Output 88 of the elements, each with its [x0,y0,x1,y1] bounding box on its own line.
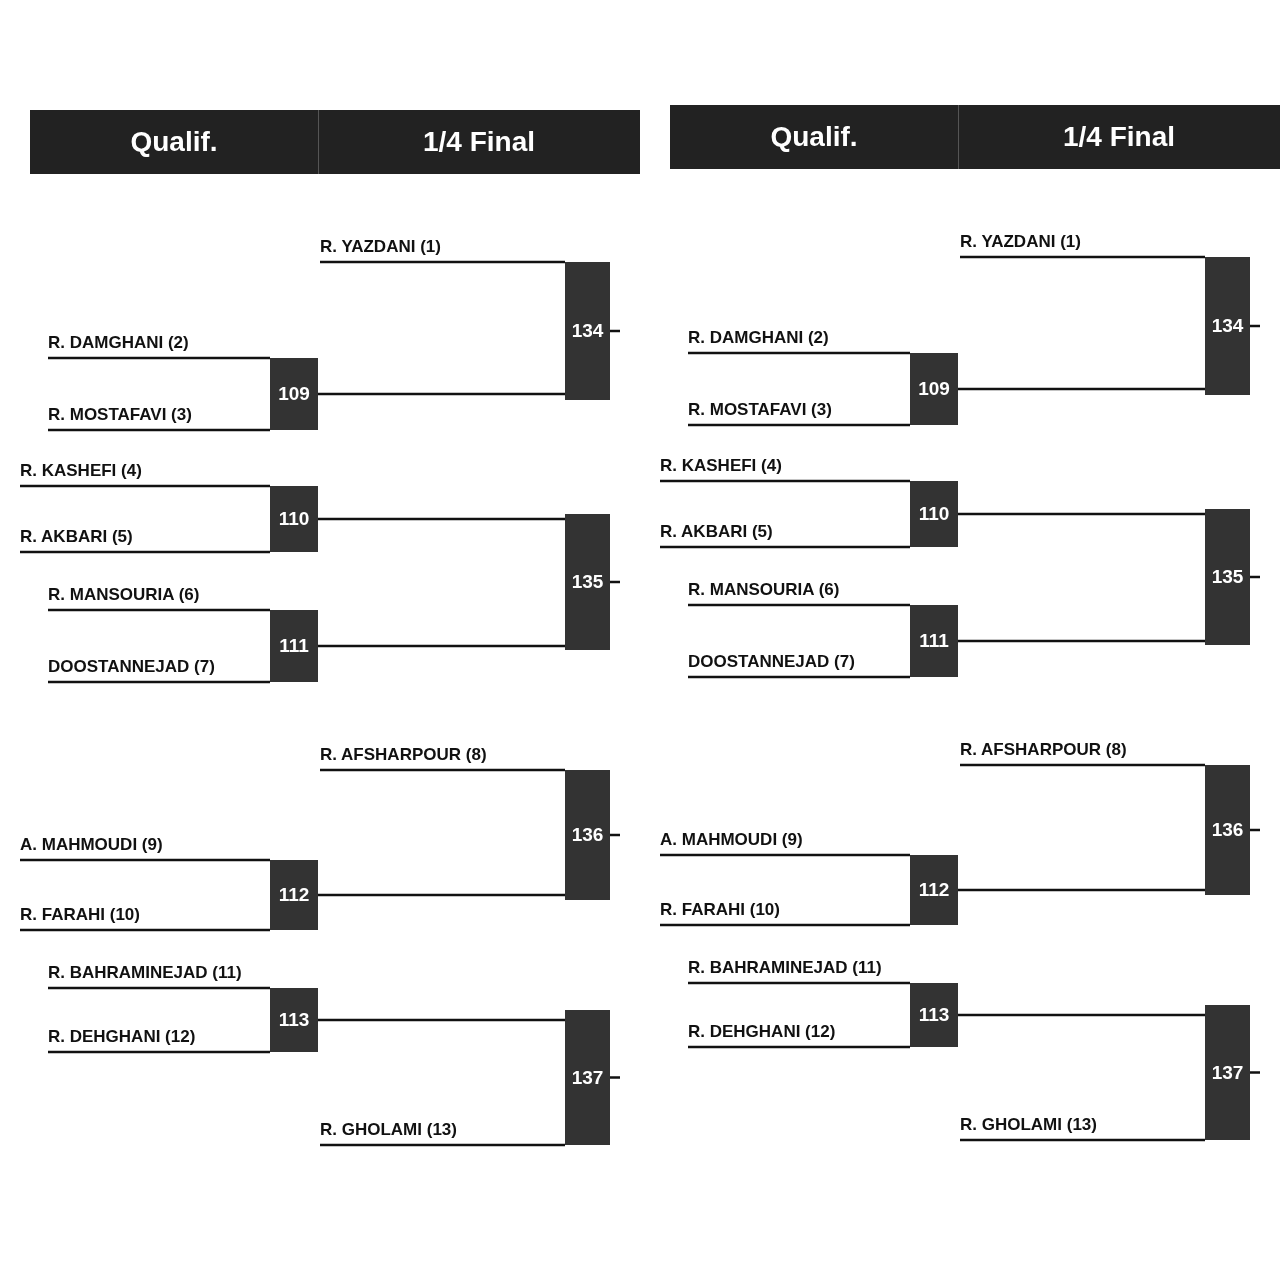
player-name: R. AKBARI (5) [20,522,133,552]
bracket-line [320,1143,565,1147]
bracket-line [660,479,910,483]
player-name: R. KASHEFI (4) [660,451,782,481]
match-number-box: 111 [270,610,318,682]
bracket-line [610,1076,620,1079]
bracket-line [48,428,270,432]
bracket-line [958,639,1205,643]
column-heading: 1/4 Final [422,126,535,158]
bracket-line [318,893,565,897]
match-number-box: 136 [565,770,610,900]
bracket-line [20,484,270,488]
bracket-line [958,888,1205,892]
bracket-line [48,986,270,990]
player-name: R. MOSTAFAVI (3) [48,400,192,430]
player-name: R. DAMGHANI (2) [48,328,189,358]
player-name: R. BAHRAMINEJAD (11) [688,953,882,983]
player-name: R. AKBARI (5) [660,517,773,547]
bracket-line [20,858,270,862]
bracket-line [48,1050,270,1054]
bracket-line [660,545,910,549]
bracket-line [660,923,910,927]
match-number-box: 134 [1205,257,1250,395]
player-name: A. MAHMOUDI (9) [20,830,163,860]
bracket-line [958,387,1205,391]
player-name: DOOSTANNEJAD (7) [48,652,215,682]
bracket-line [20,928,270,932]
header-bar [670,105,1280,169]
bracket-line [318,1018,565,1022]
bracket-line [318,517,565,521]
match-number-box: 135 [1205,509,1250,645]
match-number-box: 110 [910,481,958,547]
bracket-line [20,550,270,554]
player-name: R. YAZDANI (1) [960,227,1081,257]
bracket-line [48,608,270,612]
bracket-line [320,260,565,264]
player-name: DOOSTANNEJAD (7) [688,647,855,677]
bracket-line [688,423,910,427]
bracket-line [688,675,910,679]
bracket-line [960,1138,1205,1142]
bracket-line [688,981,910,985]
player-name: R. DEHGHANI (12) [48,1022,196,1052]
bracket-line [48,680,270,684]
player-name: R. KASHEFI (4) [20,456,142,486]
match-number-box: 112 [910,855,958,925]
column-heading: Qualif. [770,121,858,153]
bracket-line [960,255,1205,259]
match-number-box: 135 [565,514,610,650]
player-name: R. DEHGHANI (12) [688,1017,836,1047]
player-name: R. MANSOURIA (6) [688,575,840,605]
bracket-line [960,763,1205,767]
player-name: R. BAHRAMINEJAD (11) [48,958,242,988]
bracket-line [320,768,565,772]
match-number-box: 113 [910,983,958,1047]
player-name: R. AFSHARPOUR (8) [960,735,1127,765]
bracket-line [318,392,565,396]
player-name: R. AFSHARPOUR (8) [320,740,487,770]
bracket-line [660,853,910,857]
bracket-line [958,512,1205,516]
match-number-box: 109 [910,353,958,425]
player-name: R. DAMGHANI (2) [688,323,829,353]
player-name: R. GHOLAMI (13) [320,1115,457,1145]
bracket-line [688,603,910,607]
match-number-box: 111 [910,605,958,677]
match-number-box: 112 [270,860,318,930]
player-name: R. FARAHI (10) [660,895,780,925]
player-name: R. MOSTAFAVI (3) [688,395,832,425]
match-number-box: 110 [270,486,318,552]
bracket-line [688,351,910,355]
match-number-box: 137 [1205,1005,1250,1140]
player-name: R. GHOLAMI (13) [960,1110,1097,1140]
match-number-box: 137 [565,1010,610,1145]
column-heading: 1/4 Final [1062,121,1175,153]
match-number-box: 136 [1205,765,1250,895]
header-bar [30,110,640,174]
match-number-box: 113 [270,988,318,1052]
column-heading: Qualif. [130,126,218,158]
bracket-line [1250,1071,1260,1074]
match-number-box: 134 [565,262,610,400]
player-name: R. FARAHI (10) [20,900,140,930]
bracket-line [688,1045,910,1049]
bracket-line [48,356,270,360]
match-number-box: 109 [270,358,318,430]
player-name: R. YAZDANI (1) [320,232,441,262]
bracket-line [958,1013,1205,1017]
player-name: R. MANSOURIA (6) [48,580,200,610]
bracket-line [318,644,565,648]
player-name: A. MAHMOUDI (9) [660,825,803,855]
